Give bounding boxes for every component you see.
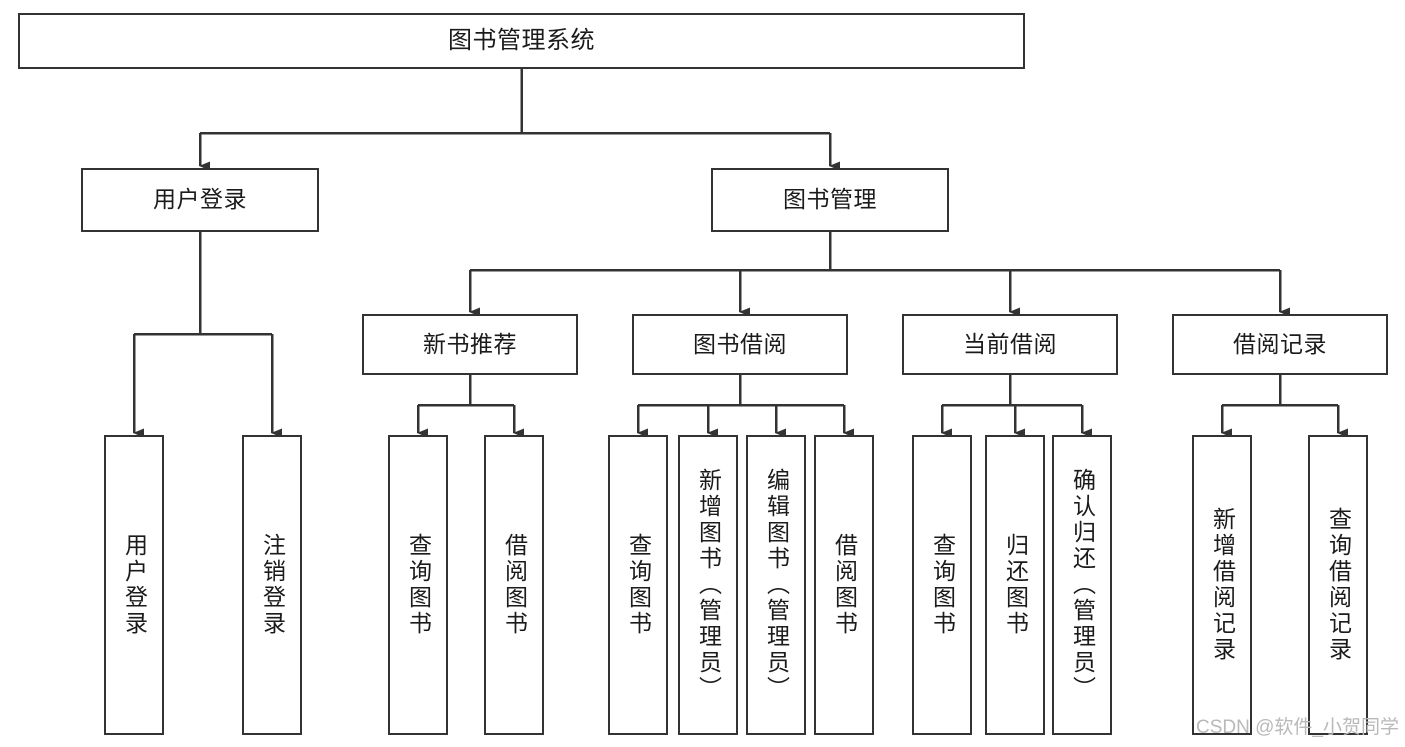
connector-lines bbox=[132, 69, 1348, 438]
csdn-watermark: CSDN @软件_小贺同学 bbox=[1196, 717, 1399, 738]
node-leaf-borrow-book-1[interactable]: 借阅图书 bbox=[484, 435, 544, 735]
node-label: 注销登录 bbox=[259, 533, 286, 637]
node-label: 归还图书 bbox=[1002, 533, 1029, 637]
node-label: 借阅图书 bbox=[831, 533, 858, 637]
node-new-book-recommend[interactable]: 新书推荐 bbox=[362, 314, 578, 375]
node-label: 借阅图书 bbox=[501, 533, 528, 637]
node-label: 查询图书 bbox=[405, 533, 432, 637]
node-leaf-return-book[interactable]: 归还图书 bbox=[985, 435, 1045, 735]
node-label: 新书推荐 bbox=[423, 330, 517, 357]
node-user-login[interactable]: 用户登录 bbox=[81, 168, 319, 232]
node-label: 查询图书 bbox=[929, 533, 956, 637]
node-leaf-add-book[interactable]: 新增图书（管理员） bbox=[678, 435, 738, 735]
node-borrow-record[interactable]: 借阅记录 bbox=[1172, 314, 1388, 375]
node-label: 查询借阅记录 bbox=[1325, 507, 1352, 663]
node-book-manage[interactable]: 图书管理 bbox=[711, 168, 949, 232]
node-label: 用户登录 bbox=[153, 186, 247, 213]
node-leaf-edit-book[interactable]: 编辑图书（管理员） bbox=[746, 435, 806, 735]
node-label: 确认归还（管理员） bbox=[1069, 468, 1096, 702]
node-label: 编辑图书（管理员） bbox=[763, 468, 790, 702]
node-root-system[interactable]: 图书管理系统 bbox=[18, 13, 1025, 69]
node-leaf-query-book-2[interactable]: 查询图书 bbox=[608, 435, 668, 735]
node-leaf-user-logout[interactable]: 注销登录 bbox=[242, 435, 302, 735]
node-label: 查询图书 bbox=[625, 533, 652, 637]
node-leaf-add-record[interactable]: 新增借阅记录 bbox=[1192, 435, 1252, 735]
node-leaf-query-record[interactable]: 查询借阅记录 bbox=[1308, 435, 1368, 735]
node-label: 图书管理 bbox=[783, 186, 877, 213]
node-leaf-query-book-1[interactable]: 查询图书 bbox=[388, 435, 448, 735]
node-leaf-query-book-3[interactable]: 查询图书 bbox=[912, 435, 972, 735]
node-label: 图书管理系统 bbox=[448, 26, 595, 54]
node-leaf-user-login[interactable]: 用户登录 bbox=[104, 435, 164, 735]
node-current-borrow[interactable]: 当前借阅 bbox=[902, 314, 1118, 375]
node-book-borrow[interactable]: 图书借阅 bbox=[632, 314, 848, 375]
node-leaf-confirm-return[interactable]: 确认归还（管理员） bbox=[1052, 435, 1112, 735]
node-leaf-borrow-book-2[interactable]: 借阅图书 bbox=[814, 435, 874, 735]
node-label: 当前借阅 bbox=[963, 330, 1057, 357]
node-label: 用户登录 bbox=[121, 533, 148, 637]
node-label: 图书借阅 bbox=[693, 330, 787, 357]
node-label: 新增图书（管理员） bbox=[695, 468, 722, 702]
node-label: 借阅记录 bbox=[1233, 330, 1327, 357]
node-label: 新增借阅记录 bbox=[1209, 507, 1236, 663]
